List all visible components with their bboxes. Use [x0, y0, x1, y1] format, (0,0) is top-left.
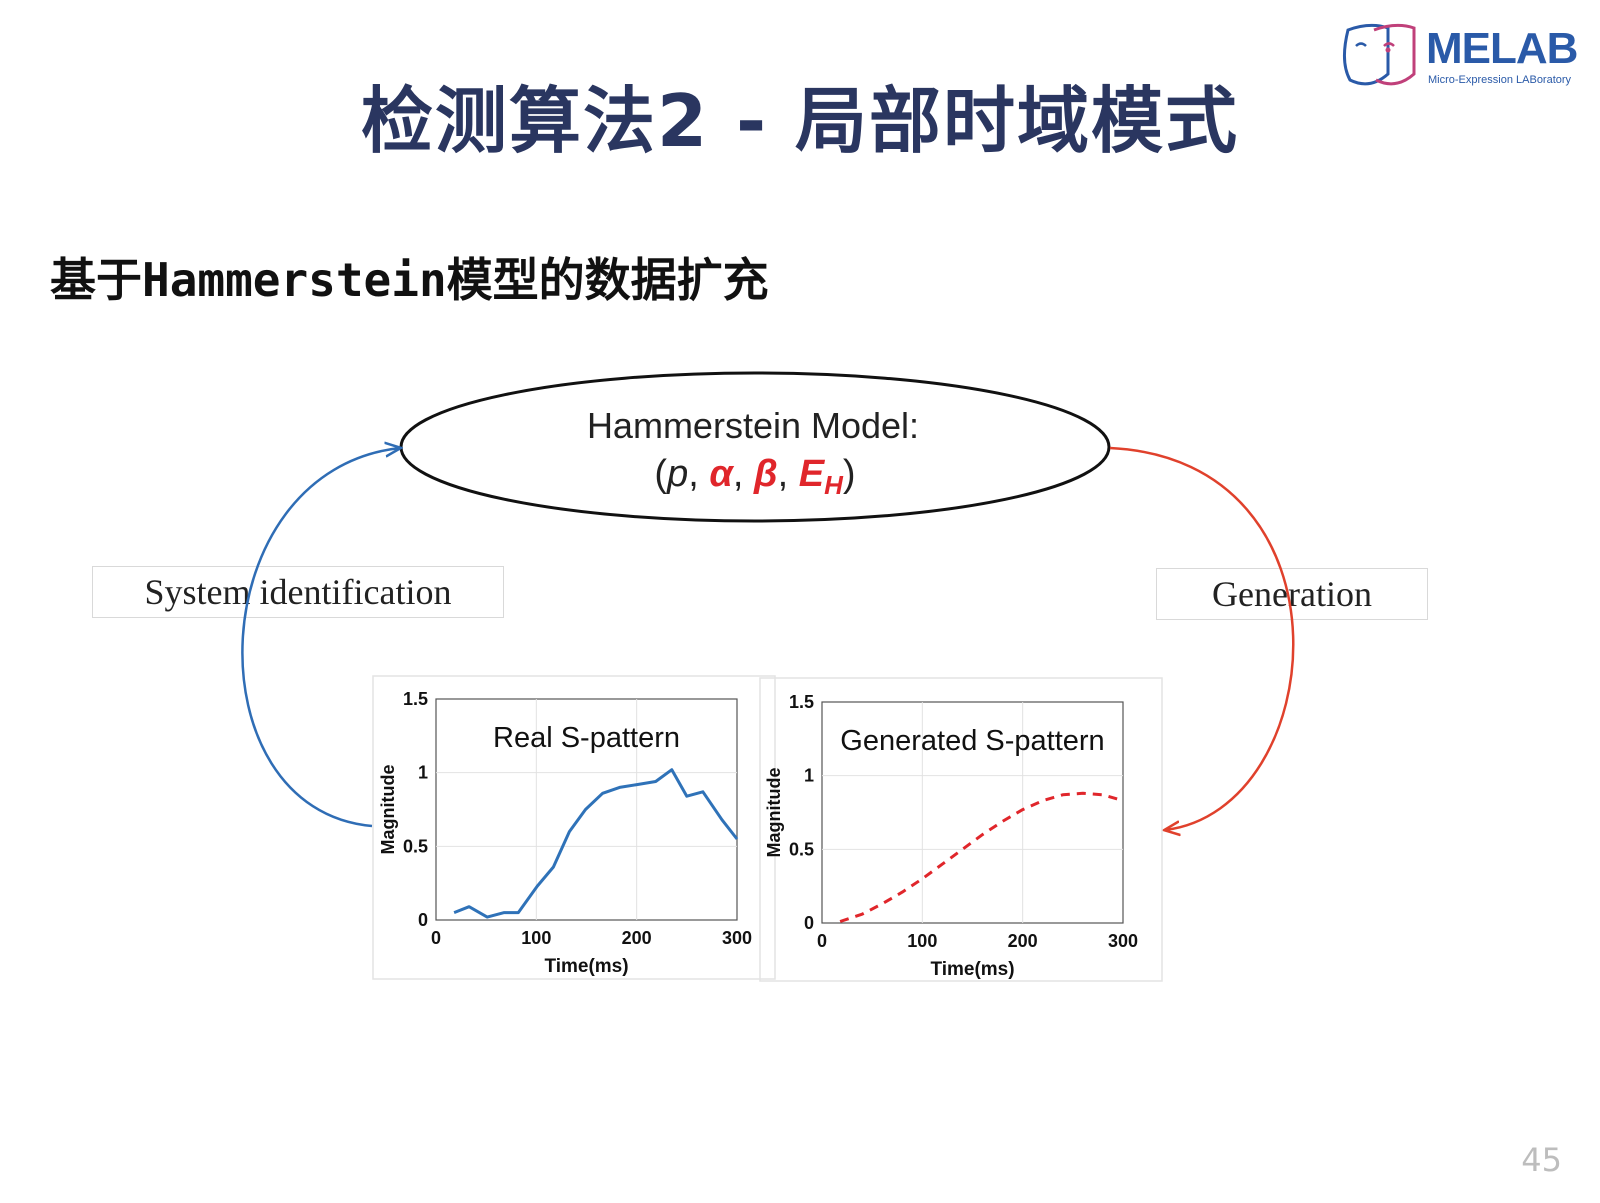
- chart-title: Generated S-pattern: [840, 725, 1104, 757]
- x-tick-label: 300: [722, 928, 752, 948]
- x-axis-label: Time(ms): [930, 959, 1014, 980]
- y-axis-label: Magnitude: [378, 765, 398, 855]
- section-subtitle: 基于Hammerstein模型的数据扩充: [50, 253, 769, 307]
- param-open-paren: (: [654, 453, 667, 495]
- model-ellipse: [399, 371, 1111, 523]
- logo-subtitle: Micro-Expression LABoratory: [1428, 74, 1572, 86]
- y-axis-label: Magnitude: [764, 768, 784, 858]
- system-identification-label: System identification: [92, 566, 504, 618]
- x-tick-label: 300: [1108, 931, 1138, 951]
- param-p: p: [666, 453, 688, 495]
- param-sep-2: ,: [733, 453, 754, 495]
- page-number: 45: [1521, 1141, 1562, 1179]
- model-label: Hammerstein Model:: [587, 405, 919, 446]
- x-tick-label: 200: [1008, 931, 1038, 951]
- chart-title: Real S-pattern: [493, 722, 680, 754]
- param-sep-1: ,: [688, 453, 709, 495]
- melab-logo: MELAB Micro-Expression LABoratory: [1340, 22, 1585, 94]
- series-line: [839, 791, 1124, 923]
- series-line: [453, 768, 739, 919]
- model-params: (p, α, β, EH): [654, 453, 855, 500]
- x-tick-label: 200: [622, 928, 652, 948]
- y-tick-label: 1.5: [789, 692, 814, 712]
- x-tick-label: 100: [907, 931, 937, 951]
- generated-chart-panel: [759, 677, 1163, 982]
- logo-name: MELAB: [1426, 24, 1578, 73]
- y-tick-label: 0.5: [403, 836, 428, 856]
- x-tick-label: 100: [521, 928, 551, 948]
- plot-area: [821, 701, 1124, 924]
- y-tick-label: 1: [804, 766, 814, 786]
- param-close-paren: ): [843, 453, 856, 495]
- param-beta: β: [753, 453, 778, 495]
- slide-title: 检测算法2 - 局部时域模式: [360, 79, 1240, 163]
- y-tick-label: 0: [804, 913, 814, 933]
- system-identification-arrow: [241, 448, 400, 828]
- generation-arrow: [1109, 446, 1295, 830]
- param-e-subscript: H: [824, 470, 844, 500]
- x-axis-label: Time(ms): [544, 956, 628, 977]
- mask-icon: [1343, 23, 1416, 86]
- param-e: E: [799, 453, 826, 495]
- param-alpha: α: [709, 453, 734, 495]
- real-chart-panel: [372, 675, 776, 980]
- y-tick-label: 0.5: [789, 839, 814, 859]
- param-sep-3: ,: [778, 453, 799, 495]
- x-tick-label: 0: [431, 928, 441, 948]
- y-tick-label: 1.5: [403, 689, 428, 709]
- x-tick-label: 0: [817, 931, 827, 951]
- y-tick-label: 0: [418, 910, 428, 930]
- y-tick-label: 1: [418, 763, 428, 783]
